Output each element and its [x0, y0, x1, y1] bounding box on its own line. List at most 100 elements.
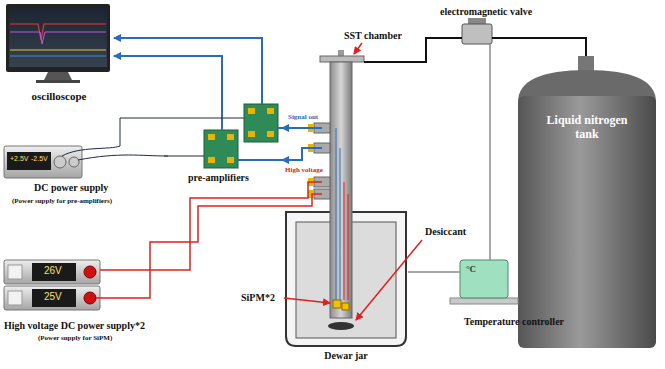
hv-supplies [32, 263, 76, 281]
dc-supply [78, 155, 168, 160]
dc-supply [54, 156, 66, 168]
sst-chamber [308, 43, 414, 318]
oscilloscope-monitor [10, 56, 106, 57]
connector [489, 52, 491, 258]
node-label: Dewar jar [324, 350, 367, 362]
oscilloscope-node: oscilloscope [4, 4, 114, 108]
node-label: 26V [44, 265, 62, 277]
hv-supplies [84, 266, 96, 278]
node-label: (Power supply for SiPM) [38, 334, 112, 342]
sst-chamber [338, 50, 344, 56]
connector [574, 38, 586, 56]
connector [100, 182, 322, 270]
sst-chamber [354, 43, 362, 54]
preamp-node: pre-amplifiers [186, 96, 282, 188]
node-label: pre-amplifiers [188, 172, 249, 184]
node-label: Temperature controller [464, 316, 564, 328]
hv-supplies [4, 260, 100, 284]
oscilloscope-monitor [10, 50, 106, 51]
valve-node: electromagnetic valve [440, 4, 574, 52]
sst-chamber [344, 182, 345, 300]
valve-symbol [492, 37, 574, 39]
sst-chamber [342, 303, 349, 310]
preamp-boards [267, 131, 274, 137]
chamber-node: SST chamber [322, 28, 414, 200]
preamp-boards [208, 134, 215, 140]
hv-supplies [32, 289, 76, 307]
connector [414, 38, 440, 62]
node-label: High voltage DC power supply*2 [4, 320, 145, 332]
preamp-boards [267, 108, 274, 114]
preamp-boards [248, 131, 255, 137]
hv-supplies [84, 292, 96, 304]
valve-symbol [489, 44, 491, 52]
node-label: Liquid nitrogen tank [539, 114, 635, 142]
connector [282, 127, 322, 129]
dc-supply-node: +2.5V-2.5V DC power supply (Power supply f… [4, 146, 164, 212]
node-label: (Power supply for pre-amplifiers) [12, 197, 112, 205]
preamp-boards [186, 118, 244, 119]
valve-symbol [440, 37, 462, 39]
node-label: electromagnetic valve [440, 6, 532, 18]
sst-chamber [330, 62, 352, 318]
connector [408, 271, 432, 273]
sst-chamber [336, 128, 337, 300]
node-label: DC power supply [34, 182, 108, 194]
hv-supply-node: 25V High voltage DC power supply*2 (Power … [4, 286, 186, 348]
valve-symbol [440, 18, 574, 52]
valve-symbol [462, 24, 492, 44]
temperature-controller [432, 258, 518, 304]
preamp-boards [278, 127, 282, 129]
preamp-boards [204, 130, 238, 168]
sst-chamber [364, 61, 414, 63]
nitrogen-tank [518, 96, 656, 348]
sst-chamber [348, 194, 349, 300]
dewar-node: Dewar jar [284, 212, 408, 364]
oscilloscope-monitor [10, 32, 106, 44]
hv-supplies [4, 260, 150, 310]
node-label: SST chamber [344, 30, 402, 42]
preamp-boards [244, 104, 278, 142]
connector [282, 148, 322, 160]
oscilloscope-monitor [6, 4, 110, 83]
preamp-boards [186, 156, 204, 157]
nitrogen-tank [578, 56, 594, 72]
connector [114, 38, 262, 96]
hv-supply-node: 26V [4, 260, 100, 284]
dc-supply [62, 146, 120, 156]
node-label: 25V [44, 291, 62, 303]
sst-chamber [333, 300, 341, 308]
sst-chamber [340, 148, 341, 300]
callout-arrows [356, 240, 422, 320]
nitrogen-tank [518, 56, 656, 348]
edge-label: High voltage [284, 166, 324, 174]
preamp-boards [238, 159, 282, 161]
preamp-boards [261, 96, 263, 104]
callout-label: Desiccant [424, 226, 467, 238]
oscilloscope-monitor [6, 4, 110, 72]
hv-supplies [8, 291, 22, 305]
tank-node: Liquid nitrogen tank [514, 56, 660, 356]
dc-supply [4, 146, 82, 178]
hv-supplies [4, 286, 100, 310]
oscilloscope-monitor [44, 72, 72, 80]
edge-label: Signal out [287, 113, 319, 121]
node-label: -2.5V [31, 155, 48, 163]
hv-supplies [8, 265, 22, 279]
temperature-controller [432, 271, 460, 273]
oscilloscope-monitor [9, 7, 107, 67]
connector [120, 118, 186, 146]
sst-chamber [320, 56, 364, 62]
connector [164, 156, 186, 157]
temperature-controller [460, 260, 508, 298]
preamp-boards [227, 157, 234, 163]
dewar-jar [328, 322, 354, 330]
node-label: +2.5V [10, 155, 29, 163]
callout-arrows [284, 298, 330, 303]
connector [114, 56, 222, 96]
node-label: oscilloscope [32, 90, 87, 103]
callout-label: SiPM*2 [240, 292, 276, 304]
dc-supply [4, 146, 168, 178]
